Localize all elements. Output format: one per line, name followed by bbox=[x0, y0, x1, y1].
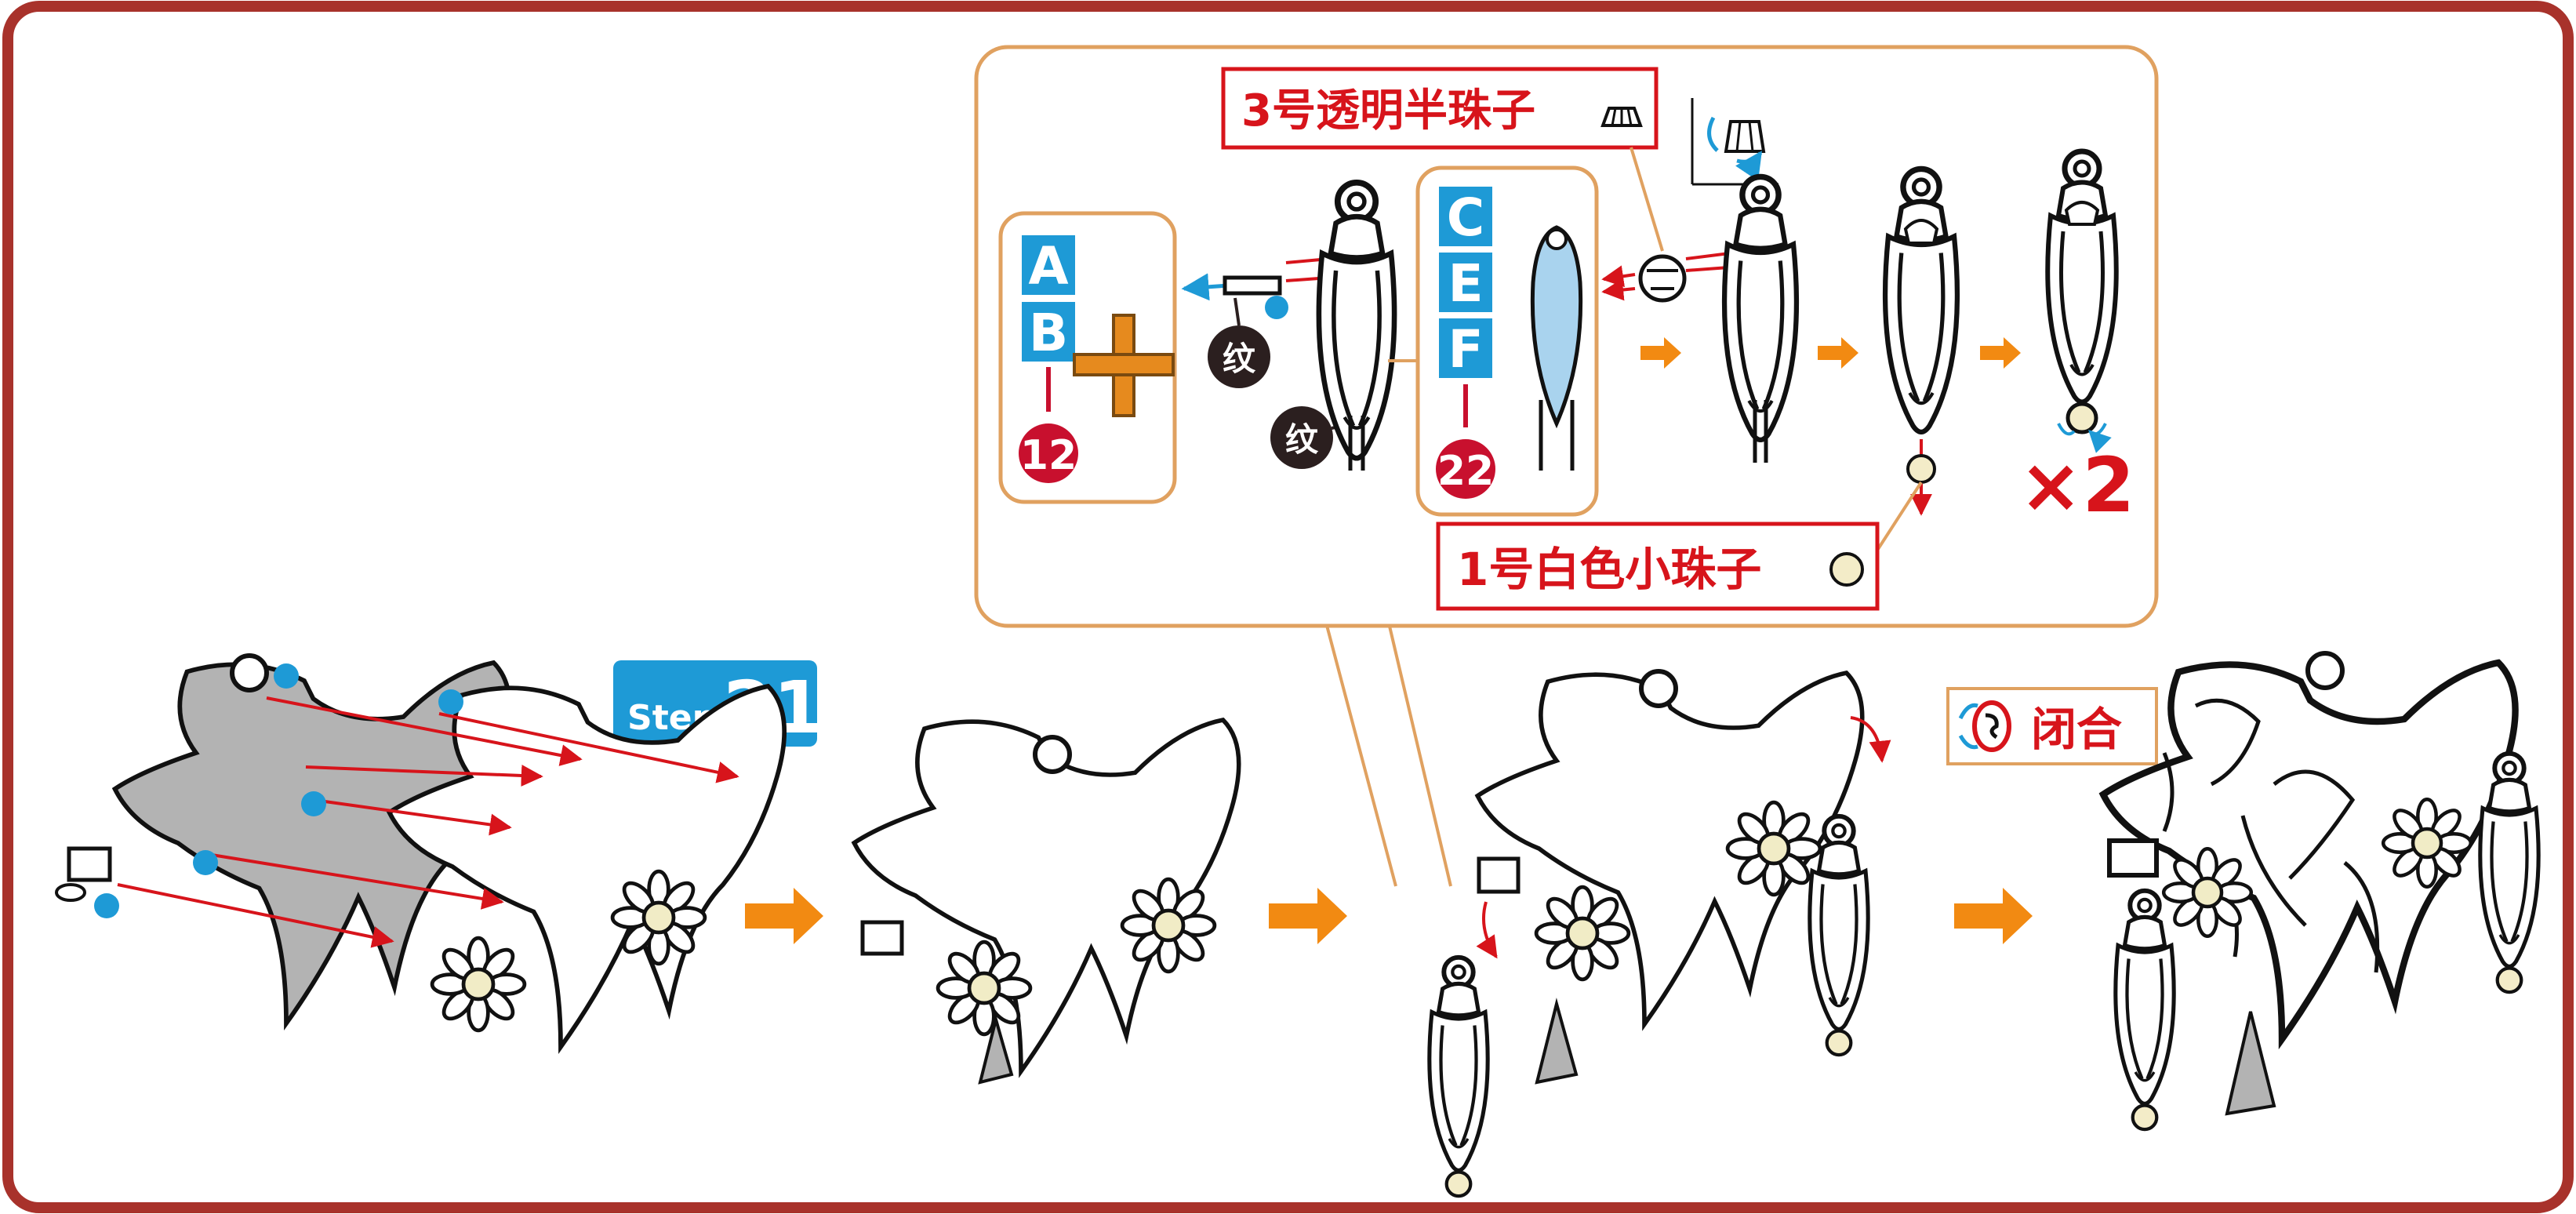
times-two-label: ×2 bbox=[2019, 442, 2135, 529]
half-bead-icon bbox=[1600, 107, 1643, 127]
bird-final-view bbox=[2103, 651, 2538, 1129]
bead3-label: 3号透明半珠子 bbox=[1241, 85, 1535, 136]
bird-exploded-view bbox=[55, 653, 784, 1047]
part-letter-c: C bbox=[1447, 187, 1484, 248]
bird-pendant-attach-view bbox=[1430, 669, 1891, 1196]
assembly-pendant-2 bbox=[1601, 176, 1797, 463]
part-letter-b: B bbox=[1029, 303, 1068, 363]
part-group-ab: A B 12 bbox=[998, 211, 1177, 504]
part-number-12: 12 bbox=[1020, 432, 1077, 479]
texture-mark-2: 纹 bbox=[1285, 420, 1319, 459]
assembly-pendant-3 bbox=[1885, 169, 1957, 516]
white-bead-icon bbox=[1829, 552, 1864, 587]
close-clasp-label: 闭合 bbox=[2031, 703, 2122, 756]
part-letter-e: E bbox=[1448, 253, 1483, 314]
bird-assembled-view bbox=[854, 720, 1239, 1085]
part-letter-f: F bbox=[1448, 319, 1483, 380]
part-group-cef: C E F 22 bbox=[1388, 165, 1599, 517]
blue-pendant-part bbox=[1530, 225, 1583, 471]
bead1-callout: 1号白色小珠子 bbox=[1436, 481, 1923, 611]
close-clasp-callout: 闭合 bbox=[1946, 687, 2158, 765]
detail-inset: A B 12 纹 纹 bbox=[974, 45, 2159, 887]
assembly-pendant-1: 纹 纹 bbox=[1181, 183, 1394, 471]
assembly-pendant-4 bbox=[2047, 151, 2116, 434]
bead1-label: 1号白色小珠子 bbox=[1457, 543, 1761, 596]
cross-connector-icon bbox=[1073, 314, 1175, 417]
rotate-bead-detail bbox=[1691, 98, 1778, 186]
part-number-22: 22 bbox=[1437, 448, 1494, 495]
texture-mark-1: 纹 bbox=[1223, 340, 1256, 378]
close-clasp-icon bbox=[1958, 700, 2011, 752]
rotate-arrows-icon bbox=[1707, 116, 1760, 162]
part-letter-a: A bbox=[1028, 236, 1068, 296]
bead3-callout: 3号透明半珠子 bbox=[1221, 67, 1664, 252]
